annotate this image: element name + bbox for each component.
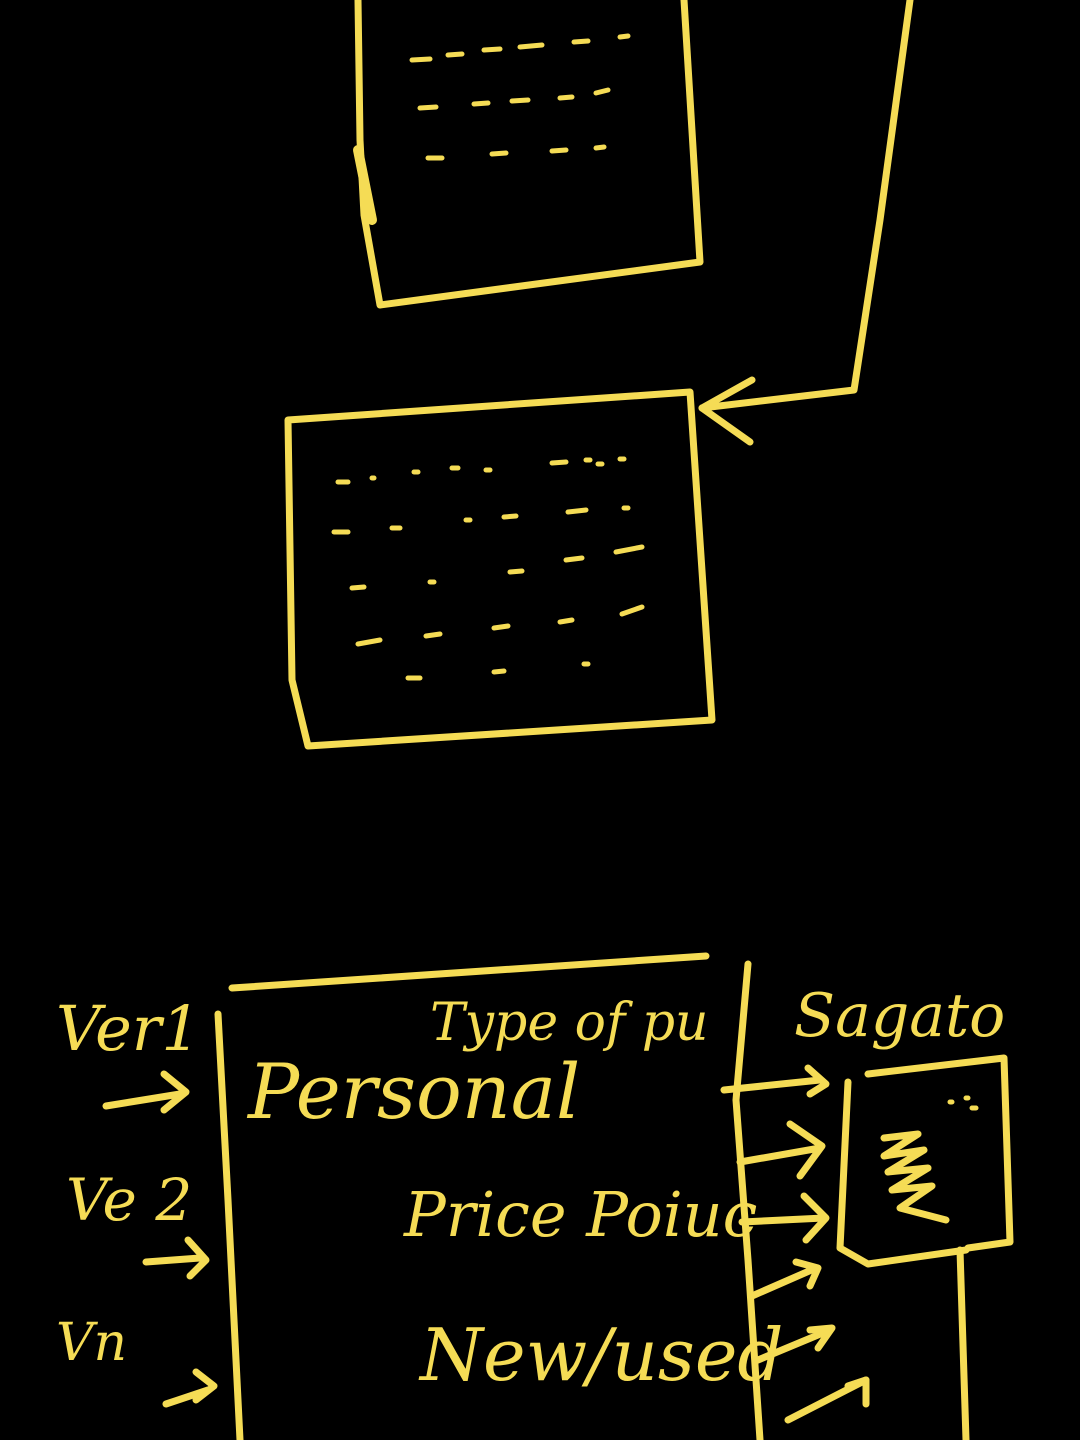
aggregator-box <box>836 1054 1014 1440</box>
input-arrows <box>102 1070 218 1408</box>
label-personal: Personal <box>246 1047 580 1136</box>
top-card-dashes <box>409 33 631 161</box>
label-type-of: Type of pu <box>430 993 709 1053</box>
label-new-used: New/used <box>418 1313 784 1397</box>
middle-card <box>284 388 716 750</box>
label-ver2: Ve 2 <box>66 1166 192 1234</box>
connector-arrow <box>698 0 914 446</box>
middle-card-dashes <box>331 456 645 681</box>
label-price: Price Poiuc <box>403 1178 757 1251</box>
label-ver1: Ver1 <box>56 992 201 1065</box>
label-aggregator: Sagato <box>794 981 1005 1051</box>
aggregator-squiggle <box>880 1130 950 1224</box>
top-card <box>353 0 704 309</box>
output-arrows <box>720 1064 870 1424</box>
label-vern: Vn <box>56 1313 127 1373</box>
bottom-main-box <box>214 952 764 1440</box>
